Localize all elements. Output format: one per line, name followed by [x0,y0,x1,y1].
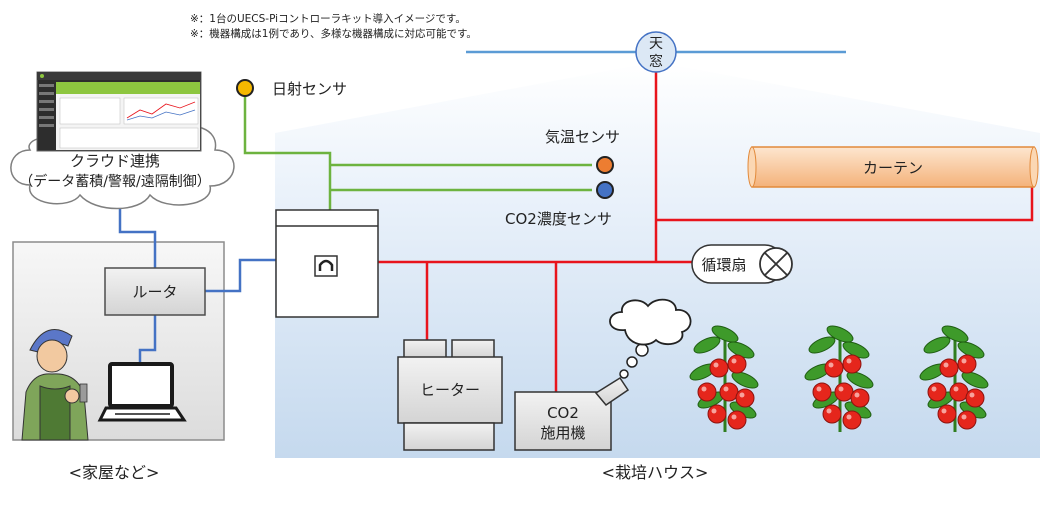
solar-sensor-dot [236,79,254,97]
router-label: ルータ [132,283,177,301]
greenhouse-body [275,62,1040,458]
control-wires [378,72,1034,392]
cloud-service: クラウド連携 （データ蓄積/警報/遠隔制御） [10,71,235,210]
tomato-plant-icon [689,325,759,432]
solar-sensor-label: 日射センサ [272,80,347,98]
co2-sensor-dot [596,181,614,199]
network-wires [118,196,276,362]
solar-sensor: 日射センサ [236,79,347,98]
temperature-sensor-label: 気温センサ [545,128,620,146]
dashboard-screenshot-icon [36,71,202,152]
circulation-fan: 循環扇 [691,244,793,284]
heater-label: ヒーター [420,381,480,399]
tomato-plants [689,325,989,432]
temperature-sensor-dot [596,156,614,174]
skylight: 天 窓 [635,31,677,73]
temperature-sensor: 気温センサ [545,128,620,174]
curtain: カーテン [747,146,1039,188]
home-caption: <家屋など> [69,463,160,482]
greenhouse-caption: <栽培ハウス> [602,463,709,482]
uecs-pi-controller [275,209,379,318]
router: ルータ [104,267,206,316]
fan-label: 循環扇 [701,256,746,274]
farmer-icon [21,329,89,441]
cloud-subtitle: （データ蓄積/警報/遠隔制御） [19,173,210,190]
co2-applicator-label-1: CO2 [547,404,579,422]
note-line-2: ※：機器構成は1例であり、多様な機器構成に対応可能です。 [190,27,477,40]
tomato-plant-icon [919,325,989,432]
controller-logo-icon [314,255,338,277]
sensor-wires [243,97,592,210]
laptop-icon [97,362,187,422]
co2-sensor-label: CO2濃度センサ [505,210,612,228]
curtain-label: カーテン [863,159,923,177]
note-line-1: ※：1台のUECS-Piコントローラキット導入イメージです。 [190,12,466,25]
cloud-title: クラウド連携 [70,152,160,170]
skylight-label-top: 天 [649,36,663,52]
heater: ヒーター [397,339,503,451]
co2-sensor: CO2濃度センサ [505,181,614,228]
co2-applicator-label-2: 施用機 [540,424,585,442]
tomato-plant-icon [804,325,874,432]
co2-applicator: CO2 施用機 [514,298,692,451]
skylight-label-bottom: 窓 [649,53,663,70]
